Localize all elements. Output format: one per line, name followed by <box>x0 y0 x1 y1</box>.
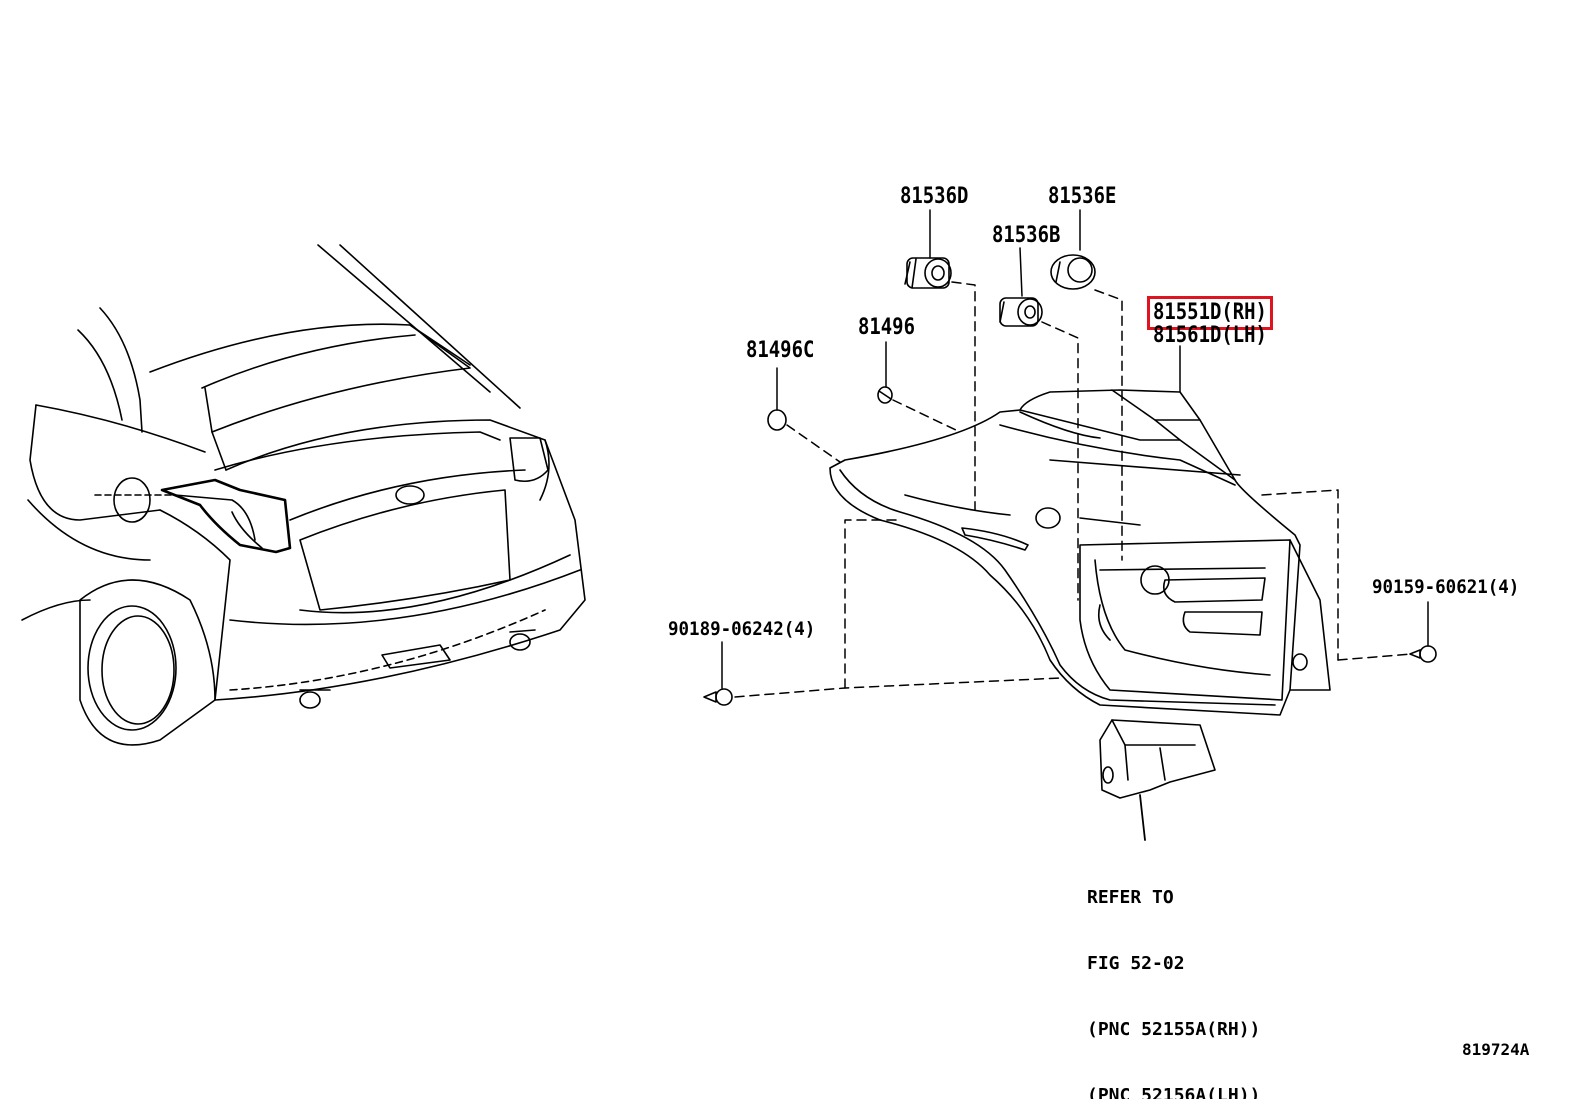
bracket-illustration <box>1099 719 1216 841</box>
reference-line-1: REFER TO <box>1087 887 1174 908</box>
highlight-box <box>1147 296 1273 330</box>
label-lamp-rh[interactable]: 81551D(RH) <box>1153 300 1267 325</box>
socket-81536d-illustration <box>904 257 952 289</box>
tail-lamp-assembly <box>829 389 1331 716</box>
reference-line-4: (PNC 52156A(LH)) <box>1087 1085 1261 1099</box>
dashed-leaders <box>734 281 1413 698</box>
figure-number: 819724A <box>1462 1040 1530 1059</box>
clip-81496-illustration <box>877 386 893 404</box>
clip-81496c-illustration <box>767 409 787 431</box>
socket-81536b-illustration <box>999 297 1043 327</box>
label-81536e[interactable]: 81536E <box>1048 184 1117 209</box>
nut-left-illustration <box>703 688 733 706</box>
label-81496c[interactable]: 81496C <box>746 338 815 363</box>
socket-81536e-illustration <box>1050 254 1096 290</box>
label-81536b[interactable]: 81536B <box>992 223 1061 248</box>
label-90159-60621[interactable]: 90159-60621(4) <box>1372 576 1520 598</box>
reference-note: REFER TO FIG 52-02 (PNC 52155A(RH)) (PNC… <box>1087 843 1260 1099</box>
label-81536d[interactable]: 81536D <box>900 184 969 209</box>
label-81496[interactable]: 81496 <box>858 315 915 340</box>
car-rear-illustration <box>21 244 586 746</box>
screw-right-illustration <box>1409 645 1437 663</box>
label-90189-06242[interactable]: 90189-06242(4) <box>668 618 816 640</box>
reference-line-2[interactable]: FIG 52-02 <box>1087 953 1185 974</box>
label-lamp-lh[interactable]: 81561D(LH) <box>1153 323 1267 348</box>
leader-lines <box>721 209 1429 689</box>
reference-line-3: (PNC 52155A(RH)) <box>1087 1019 1261 1040</box>
